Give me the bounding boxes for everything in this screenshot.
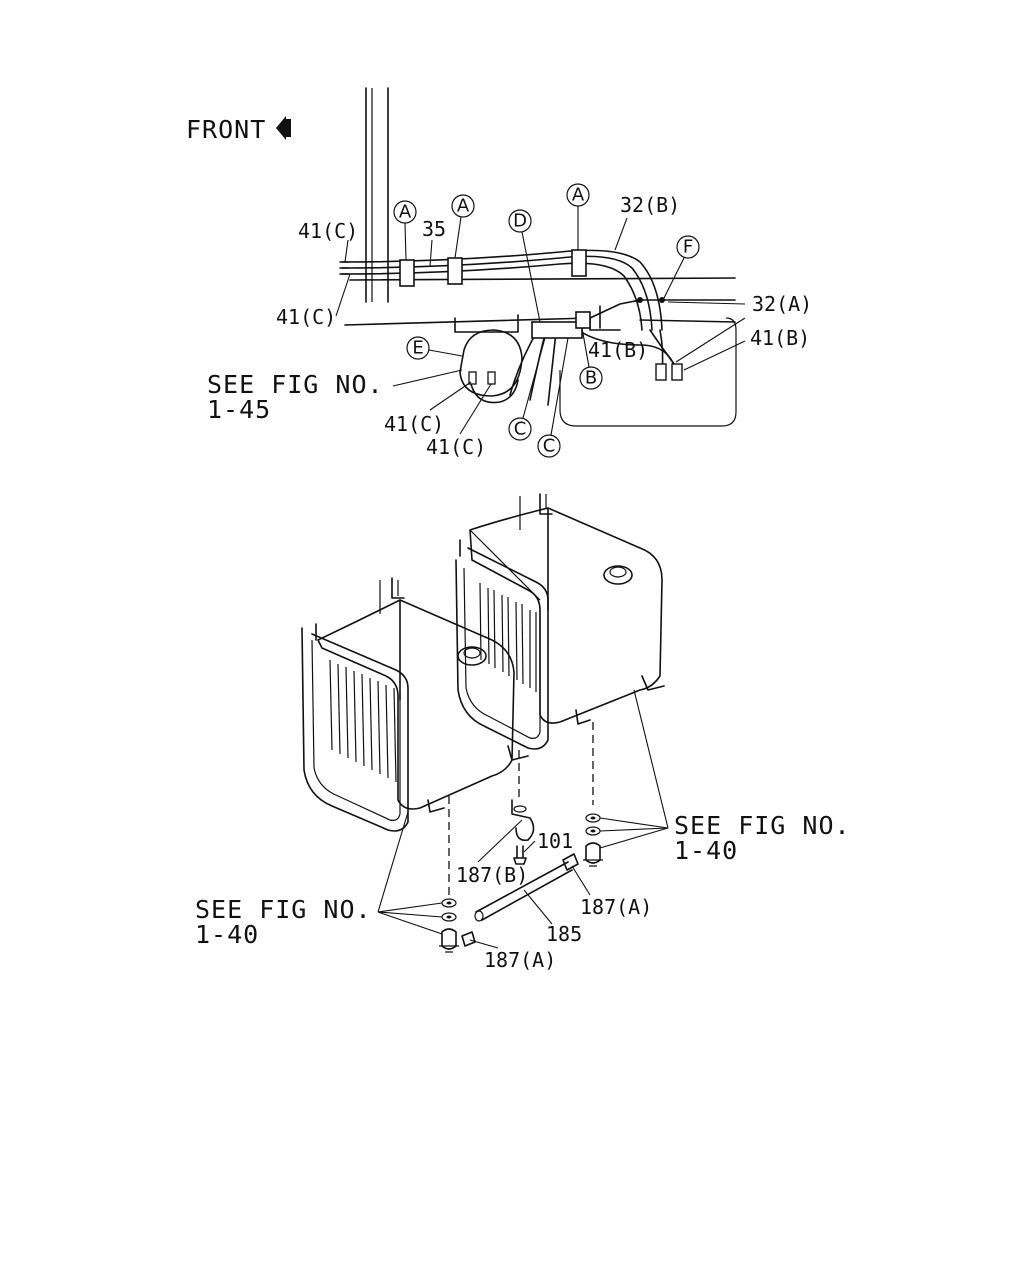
rear-fuel-tank [455,493,665,750]
circle-label-b: B [585,368,597,389]
callout-circles: A A A D F E B C C [393,183,700,458]
circle-label-d: D [513,211,527,232]
circle-label-c1: C [514,419,527,440]
part-label-41c-e2: 41(C) [426,435,486,459]
ref-fig-1-45-line2: 1-45 [207,395,271,424]
circle-label-a3: A [572,185,585,206]
ref-fig-1-40-right-line1: SEE FIG NO. [674,811,851,840]
circle-label-a1: A [399,202,412,223]
ref-fig-1-45-line1: SEE FIG NO. [207,370,384,399]
part-label-41c-top: 41(C) [298,219,358,243]
top-part-labels: 41(C) 35 32(B) 41(C) 32(A) 41(B) 41(B) 4… [207,193,812,459]
part-label-187a-right: 187(A) [580,895,652,919]
front-fuel-tank [301,577,529,832]
part-label-187a-bottom: 187(A) [484,948,556,972]
part-label-41b-right: 41(B) [750,326,810,350]
front-arrow-icon [276,116,291,140]
part-label-41c-e1: 41(C) [384,412,444,436]
circle-label-e: E [412,338,423,359]
wire-harness [339,249,683,406]
part-label-101: 101 [537,829,573,853]
ref-fig-1-40-right-line2: 1-40 [674,836,738,865]
part-label-35: 35 [422,217,446,241]
circle-label-f: F [683,237,693,258]
mounting-hardware [439,722,603,953]
part-label-41b-mid: 41(B) [588,338,648,362]
ref-fig-1-40-left-line1: SEE FIG NO. [195,895,372,924]
part-label-32b: 32(B) [620,193,680,217]
part-label-187b: 187(B) [456,863,528,887]
part-label-41c-left: 41(C) [276,305,336,329]
part-label-32a: 32(A) [752,292,812,316]
ref-fig-1-40-left-line2: 1-40 [195,920,259,949]
front-label: FRONT [186,115,266,144]
circle-label-c2: C [543,436,556,457]
circle-label-a2: A [457,196,470,217]
part-label-185: 185 [546,922,582,946]
fuel-sender-unit [459,329,523,404]
bottom-part-labels: SEE FIG NO. 1-40 SEE FIG NO. 1-40 101 18… [195,689,851,972]
